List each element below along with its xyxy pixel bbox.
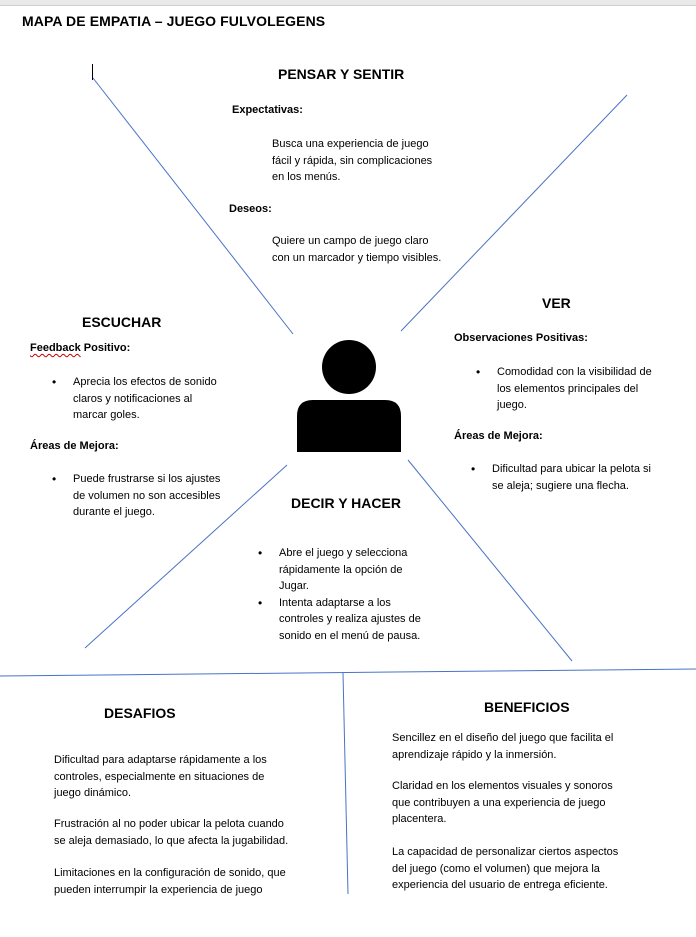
section-heading-desafios: DESAFIOS — [104, 705, 176, 721]
vertical-divider — [342, 672, 349, 895]
feedback-word: Feedback — [30, 342, 81, 354]
window-top-edge — [0, 0, 696, 6]
horizontal-divider — [0, 668, 696, 677]
section-heading-beneficios: BENEFICIOS — [484, 699, 570, 715]
text-cursor — [92, 64, 93, 80]
diagonal-top-right — [400, 94, 628, 332]
section-heading-decir: DECIR Y HACER — [291, 495, 401, 511]
section-heading-ver: VER — [542, 295, 571, 311]
beneficios-paragraph-2: Claridad en los elementos visuales y son… — [392, 780, 613, 825]
expectativas-text: Busca una experiencia de juego fácil y r… — [272, 138, 433, 183]
feedback-positivo-label: Feedback Positivo: — [30, 342, 131, 354]
expectativas-label: Expectativas: — [232, 104, 303, 116]
beneficios-paragraph-3: La capacidad de personalizar ciertos asp… — [392, 846, 619, 891]
page-title: MAPA DE EMPATIA – JUEGO FULVOLEGENS — [22, 13, 326, 29]
diagonal-bottom-left — [84, 464, 288, 649]
desafios-paragraph-3: Limitaciones en la configuración de soni… — [54, 867, 286, 896]
deseos-text: Quiere un campo de juego claro con un ma… — [272, 235, 442, 264]
section-heading-escuchar: ESCUCHAR — [82, 314, 162, 330]
ver-mejora-label: Áreas de Mejora: — [454, 430, 543, 442]
escuchar-mejora-label: Áreas de Mejora: — [30, 440, 119, 452]
section-heading-pensar: PENSAR Y SENTIR — [278, 66, 405, 82]
diagonal-top-left — [92, 77, 294, 335]
user-silhouette-icon — [297, 340, 401, 452]
desafios-paragraph-1: Dificultad para adaptarse rápidamente a … — [54, 754, 267, 799]
desafios-paragraph-2: Frustración al no poder ubicar la pelota… — [54, 818, 289, 847]
deseos-label: Deseos: — [229, 203, 272, 215]
observaciones-label: Observaciones Positivas: — [454, 332, 588, 344]
diagonal-bottom-right — [407, 459, 573, 662]
beneficios-paragraph-1: Sencillez en el diseño del juego que fac… — [392, 732, 614, 761]
